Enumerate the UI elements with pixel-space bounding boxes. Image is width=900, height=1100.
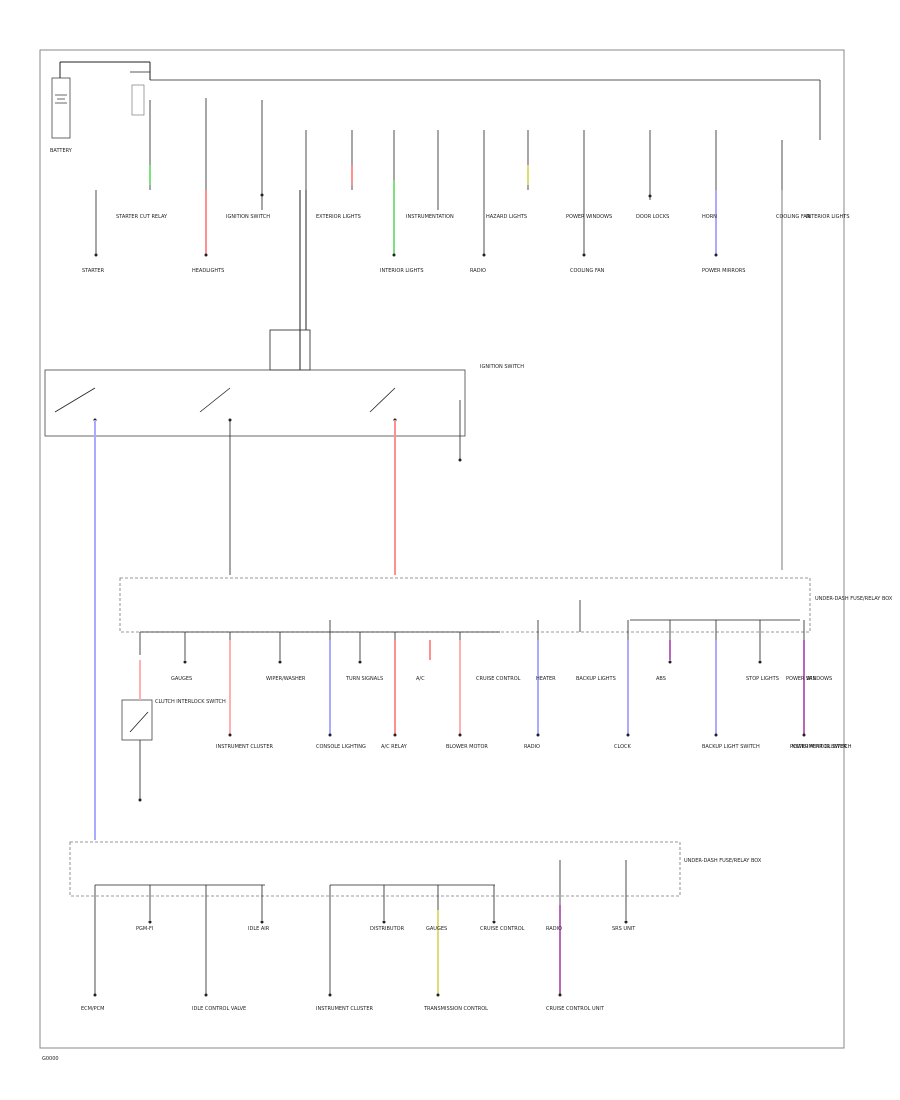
fuse-box-bottom-label: UNDER-DASH FUSE/RELAY BOX — [684, 858, 762, 864]
top-fuses — [149, 98, 783, 190]
row3-target-label: TRANSMISSION CONTROL — [423, 1006, 488, 1012]
row2-target-label: INSTRUMENT CLUSTER — [216, 744, 274, 750]
row2-target-label: BACKUP LIGHT SWITCH — [702, 744, 760, 750]
top-load-label: RADIO — [470, 268, 486, 274]
top-component-label: INSTRUMENTATION — [406, 214, 454, 220]
row2-target-label: CLOCK — [614, 744, 632, 750]
row2-target-label: A/C RELAY — [381, 744, 408, 750]
row2-target-label: CONSOLE LIGHTING — [316, 744, 366, 750]
top-component-label: COOLING FAN — [776, 214, 811, 220]
top-component-label: HAZARD LIGHTS — [486, 214, 527, 220]
clutch-label: CLUTCH INTERLOCK SWITCH — [155, 699, 226, 705]
row3-target-label: CRUISE CONTROL UNIT — [546, 1006, 605, 1012]
row3-load-label: GAUGES — [426, 926, 447, 932]
row2-load-label: BACKUP LIGHTS — [576, 676, 616, 682]
row2-labels: GAUGES WIPER/WASHER TURN SIGNALS A/C CRUISE … — [171, 676, 832, 682]
row2-load-label: A/C — [416, 676, 425, 682]
row3-target-labels: ECM/PCM IDLE CONTROL VALVE INSTRUMENT CLUS… — [81, 1006, 605, 1012]
row3-labels: PGM-FI IDLE AIR DISTRIBUTOR GAUGES CRUISE CO… — [136, 926, 636, 932]
row2-load-label: HEATER — [536, 676, 556, 682]
fuse-box-middle-label: UNDER-DASH FUSE/RELAY BOX — [815, 596, 893, 602]
ignition-switch-label: IGNITION SWITCH — [480, 364, 524, 370]
top-component-label: IGNITION SWITCH — [226, 214, 270, 220]
row3-load-label: DISTRIBUTOR — [370, 926, 405, 932]
top-component-label: POWER WINDOWS — [566, 214, 612, 220]
row2-target-label: INSTRUMENT CLUSTER — [790, 744, 848, 750]
top-component-label: DOOR LOCKS — [636, 214, 669, 220]
row2-target-label: POWER MIRROR SWITCH — [790, 744, 852, 750]
battery-icon — [51, 77, 71, 139]
top-ground-dots — [94, 193, 718, 257]
bottom-ground-dots — [93, 920, 628, 997]
top-load-label: INTERIOR LIGHTS — [380, 268, 424, 274]
row3-load-label: IDLE AIR — [248, 926, 270, 932]
row2-load-label: STOP LIGHTS — [746, 676, 779, 682]
row2-target-label: RADIO — [524, 744, 540, 750]
row2-load-label: SRS — [806, 676, 816, 682]
footer-label: G0000 — [42, 1056, 59, 1062]
row2-load-label: POWER WINDOWS — [786, 676, 832, 682]
top-load-labels: STARTER HEADLIGHTS INTERIOR LIGHTS RADIO COO… — [82, 268, 745, 274]
top-component-label: INTERIOR LIGHTS — [806, 214, 850, 220]
top-load-label: STARTER — [82, 268, 105, 274]
row3-load-label: PGM-FI — [136, 926, 153, 932]
row2-load-label: CRUISE CONTROL — [476, 676, 521, 682]
row3-target-label: ECM/PCM — [81, 1006, 104, 1012]
clutch-switch — [121, 660, 153, 802]
row2-load-label: ABS — [656, 676, 666, 682]
row2-target-label: BLOWER MOTOR — [446, 744, 488, 750]
top-component-labels: STARTER CUT RELAY IGNITION SWITCH EXTERIOR… — [116, 214, 850, 220]
top-component-label: HORN — [702, 214, 717, 220]
row3-target-label: INSTRUMENT CLUSTER — [316, 1006, 374, 1012]
top-load-label: POWER MIRRORS — [702, 268, 745, 274]
diagram-border — [39, 49, 845, 1049]
top-component-label: EXTERIOR LIGHTS — [316, 214, 361, 220]
top-component-label: STARTER CUT RELAY — [116, 214, 168, 220]
ignition-switch — [44, 369, 466, 437]
fuse-box-middle — [119, 577, 811, 633]
top-load-label: COOLING FAN — [570, 268, 605, 274]
row3-load-label: CRUISE CONTROL — [480, 926, 525, 932]
row3-load-label: RADIO — [546, 926, 562, 932]
fuse-box-bottom — [69, 841, 681, 897]
row2-target-labels: INSTRUMENT CLUSTER CONSOLE LIGHTING A/C RE… — [216, 744, 852, 750]
row3-load-label: SRS UNIT — [612, 926, 636, 932]
middle-branches — [139, 600, 805, 735]
row2-load-label: TURN SIGNALS — [345, 676, 383, 682]
row2-load-label: GAUGES — [171, 676, 192, 682]
battery-label: BATTERY — [50, 148, 73, 154]
middle-ground-dots — [183, 660, 806, 737]
top-load-label: HEADLIGHTS — [192, 268, 224, 274]
row3-target-label: IDLE CONTROL VALVE — [192, 1006, 246, 1012]
row2-load-label: WIPER/WASHER — [266, 676, 306, 682]
